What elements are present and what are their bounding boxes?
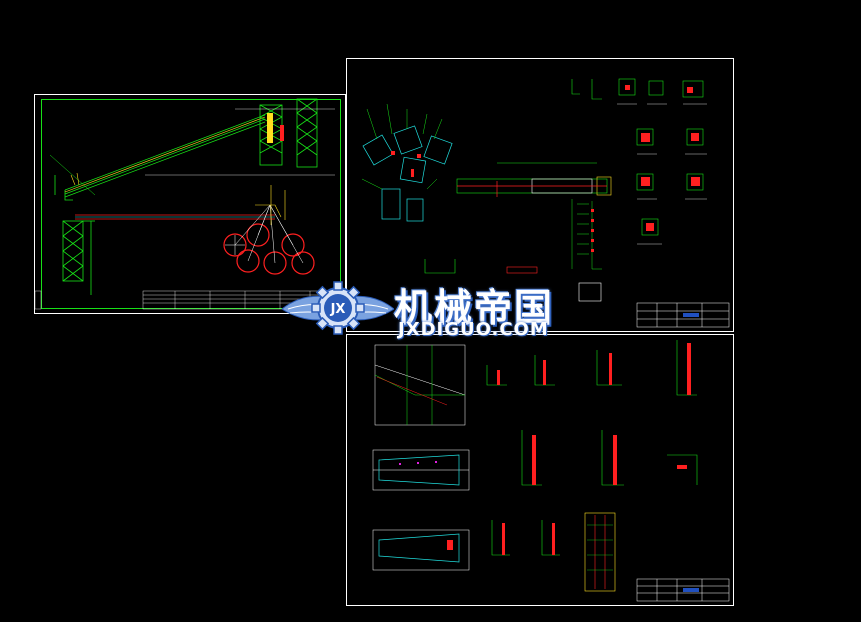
logo-letters: JX	[330, 302, 346, 317]
conveyor-drawing	[35, 98, 342, 310]
drawing-sheet-details-upper	[346, 58, 734, 332]
gear-wings-logo-icon: JX	[282, 281, 394, 335]
lower-details-drawing	[372, 340, 730, 602]
upper-details-drawing	[361, 78, 730, 328]
drawing-sheet-details-lower	[346, 334, 734, 606]
watermark-domain: JXDIGUO.COM	[398, 319, 549, 340]
site-watermark: JX 机械帝国 JXDIGUO.COM	[282, 275, 582, 345]
sheet-inner-frame	[41, 99, 341, 309]
drawing-sheet-conveyor	[34, 94, 346, 314]
watermark-cn-text: 机械帝国	[394, 286, 555, 330]
